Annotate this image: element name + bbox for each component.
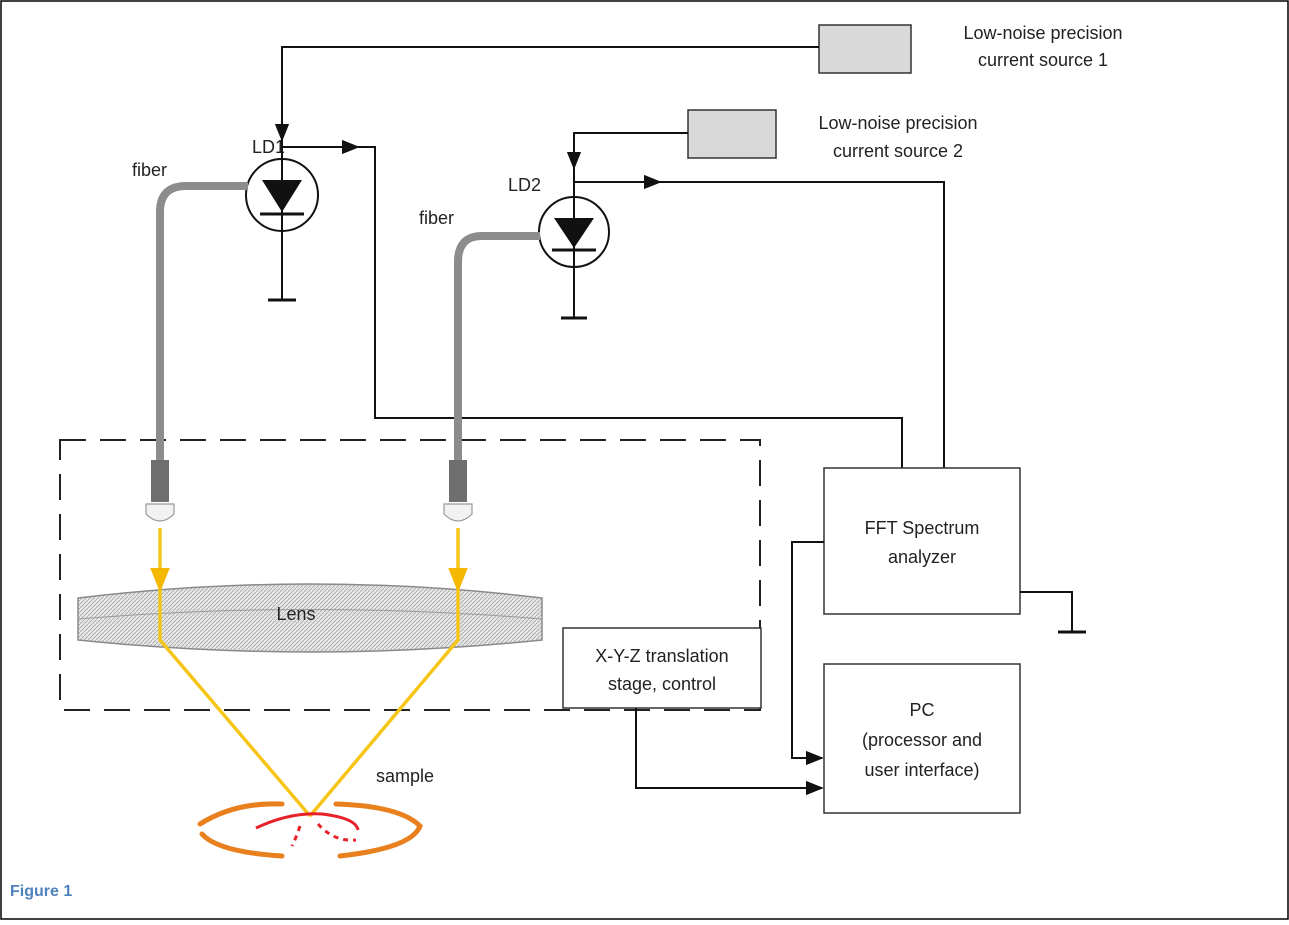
ld1-label: LD1 [252,137,285,157]
stage-label-line1: X-Y-Z translation [595,646,728,666]
beam-1-focus [158,590,312,818]
pc-label-line3: user interface) [864,760,979,780]
wire-stage-to-pc [635,708,824,796]
collimator-1 [145,460,175,522]
wire-fft-ground [1020,591,1073,632]
ld2-diode-symbol [538,168,610,320]
wire-source2-to-ld2 [566,132,688,170]
stage-label-line2: stage, control [608,674,716,694]
pc-label-line1: PC [909,700,934,720]
source1-label-line2: current source 1 [978,50,1108,70]
fiber-1 [156,182,248,462]
lens [77,583,543,653]
fiber-2 [454,232,540,462]
fiber1-label: fiber [132,160,167,180]
fft-analyzer-box [823,467,1021,615]
source2-label-line1: Low-noise precision [818,113,977,133]
wire-source1-to-ld1 [274,46,819,142]
pc-box [823,663,1021,814]
ld2-label: LD2 [508,175,541,195]
source1-label-line1: Low-noise precision [963,23,1122,43]
wire-ld2-to-fft [574,181,945,468]
source2-label-line2: current source 2 [833,141,963,161]
beam-2-focus [308,590,460,818]
collimator-2 [443,460,473,522]
fiber2-label: fiber [419,208,454,228]
wire-fft-to-pc [791,541,824,766]
sample-illustration [197,801,423,859]
fft-label-line1: FFT Spectrum [865,518,980,538]
optical-enclosure [59,439,761,711]
current-source-2-box [687,109,777,159]
sample-label: sample [376,766,434,786]
lens-label: Lens [276,604,315,624]
ld1-diode-symbol [245,140,319,302]
wire-ld1-to-fft [282,146,903,468]
xyz-stage-box [562,627,762,709]
pc-label-line2: (processor and [862,730,982,750]
fft-label-line2: analyzer [888,547,956,567]
figure-caption: Figure 1 [10,883,72,900]
current-source-1-box [818,24,912,74]
